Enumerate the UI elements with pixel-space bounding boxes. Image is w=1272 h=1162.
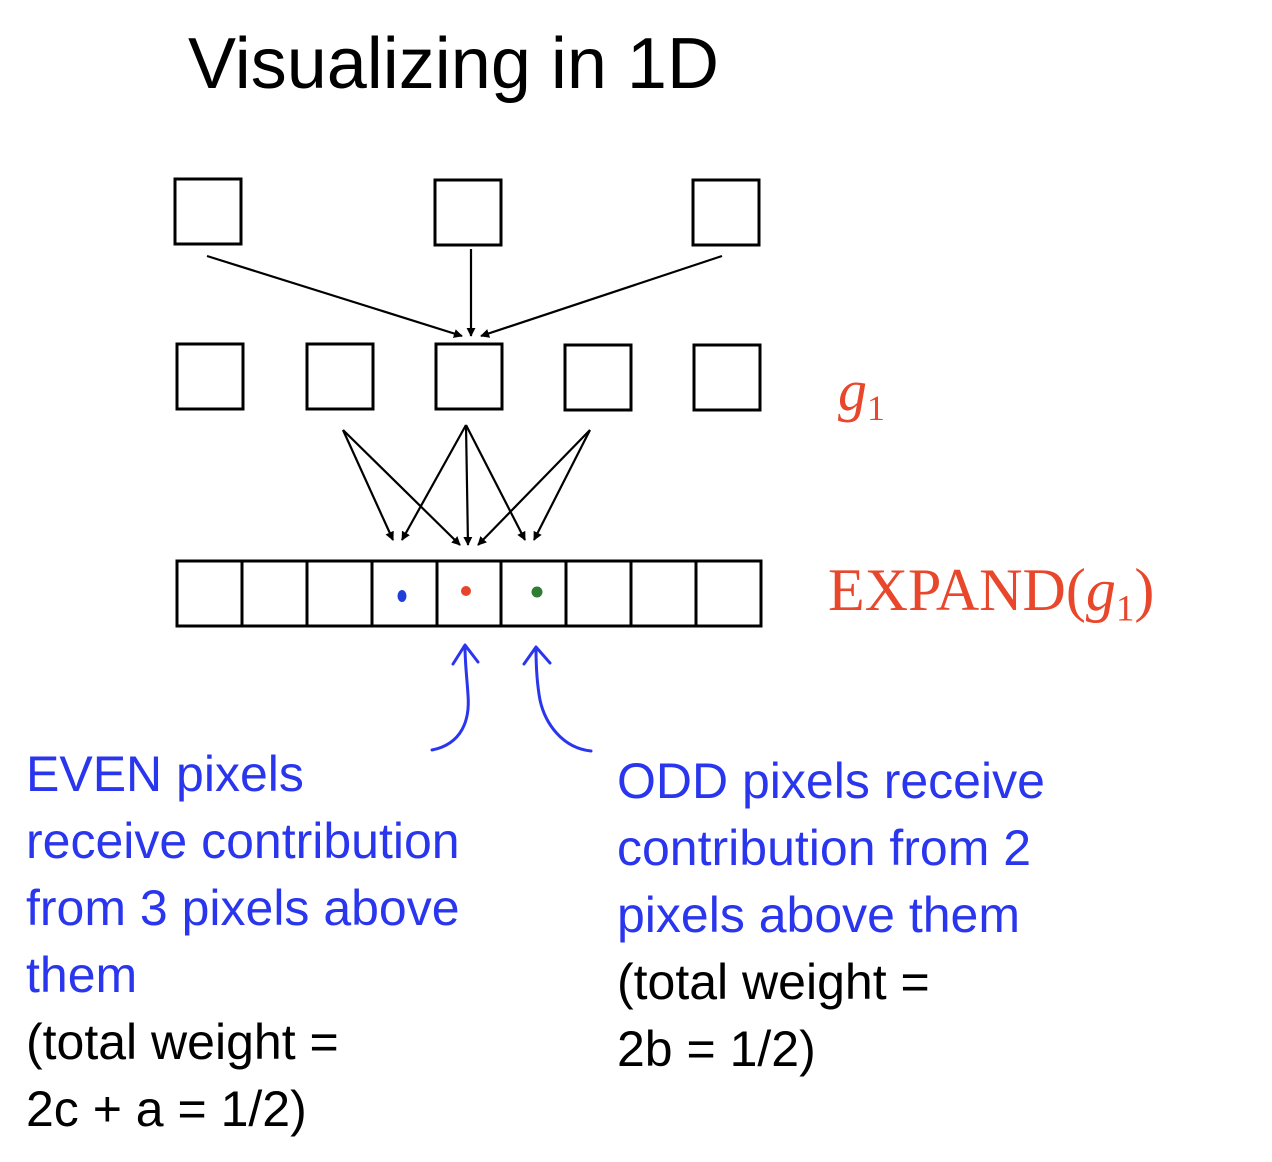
odd-pixels-note: ODD pixels receive contribution from 2 p… bbox=[617, 748, 1045, 1083]
even-weight-line: 2c + a = 1/2) bbox=[26, 1081, 307, 1137]
expand-level-row bbox=[175, 559, 763, 628]
top-to-g1-arrows bbox=[206, 249, 723, 338]
top-pixel bbox=[691, 178, 761, 247]
g1-label: g1 bbox=[838, 358, 885, 429]
g1-pixel bbox=[434, 342, 504, 411]
blue-dot bbox=[397, 590, 407, 602]
top-pixel bbox=[173, 177, 243, 246]
red-dot bbox=[461, 586, 471, 596]
g1-to-expand-arrows bbox=[341, 424, 591, 546]
g1-pixel bbox=[563, 343, 633, 412]
even-note-line: from 3 pixels above bbox=[26, 880, 460, 936]
odd-weight-line: (total weight = bbox=[617, 954, 930, 1010]
expand-g1-label: EXPAND(g1) bbox=[828, 557, 1155, 630]
odd-pointer-arrow bbox=[522, 645, 593, 753]
g1-pixel bbox=[692, 343, 762, 412]
even-note-line: them bbox=[26, 947, 138, 1003]
g1-pixel bbox=[305, 342, 375, 411]
even-pixels-note: EVEN pixels receive contribution from 3 … bbox=[26, 741, 460, 1143]
odd-note-line: ODD pixels receive bbox=[617, 753, 1045, 809]
g1-pixel bbox=[175, 342, 245, 411]
even-pointer-arrow bbox=[430, 643, 480, 752]
slide-title: Visualizing in 1D bbox=[188, 24, 719, 104]
even-weight-line: (total weight = bbox=[26, 1014, 339, 1070]
odd-note-line: contribution from 2 bbox=[617, 820, 1032, 876]
odd-note-line: pixels above them bbox=[617, 887, 1021, 943]
top-pixel bbox=[433, 178, 503, 247]
g1-level-row bbox=[175, 342, 762, 412]
top-level-row bbox=[173, 177, 761, 247]
green-dot bbox=[531, 586, 543, 598]
odd-weight-line: 2b = 1/2) bbox=[617, 1021, 816, 1077]
even-note-line: EVEN pixels bbox=[26, 746, 304, 802]
even-note-line: receive contribution bbox=[26, 813, 460, 869]
